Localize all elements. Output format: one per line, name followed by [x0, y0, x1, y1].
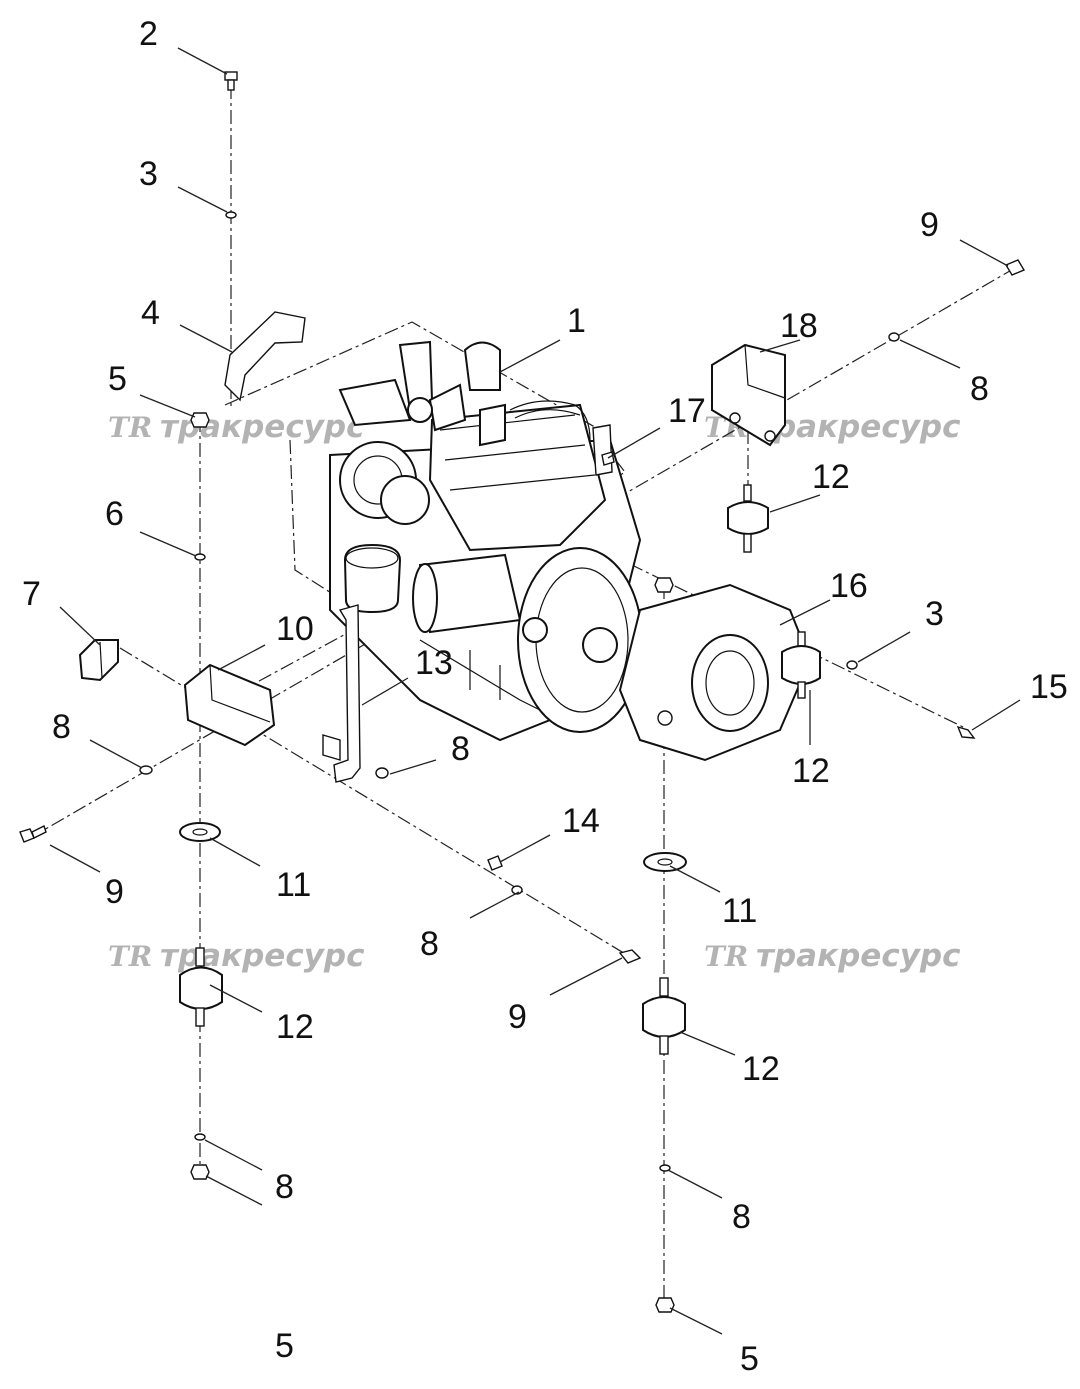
watermark-logo: TR	[704, 940, 748, 973]
rubber-mount-housing-side	[781, 631, 821, 699]
bracket-4	[224, 311, 306, 402]
rubber-mount-bottom-right	[642, 977, 686, 1055]
engine-assembly	[329, 340, 643, 742]
callout-3-right: 3	[925, 595, 944, 633]
callout-4: 4	[141, 294, 160, 332]
callout-12-bottom-right: 12	[742, 1050, 780, 1088]
callout-9-middle: 9	[508, 998, 527, 1036]
callout-11-right: 11	[722, 892, 757, 930]
bracket-13	[322, 604, 361, 783]
callout-11-left: 11	[276, 866, 311, 904]
watermark-bottom-right: TR тракресурс	[704, 938, 961, 974]
watermark-text: тракресурс	[160, 409, 365, 445]
callout-12-housing: 12	[792, 752, 830, 790]
watermark-top-left: TR тракресурс	[108, 409, 365, 445]
callout-5-bottom-left: 5	[275, 1327, 294, 1365]
callout-18: 18	[780, 307, 818, 345]
callout-13: 13	[415, 644, 453, 682]
leader-lines	[49, 47, 1021, 1335]
rubber-mount-top-right	[727, 484, 769, 553]
callout-14: 14	[562, 802, 600, 840]
bracket-18	[711, 343, 786, 447]
watermark-logo: TR	[108, 940, 152, 973]
flywheel-housing	[618, 583, 812, 762]
watermark-text: тракресурс	[756, 938, 961, 974]
callout-9-left: 9	[105, 873, 124, 911]
washer-large-left	[179, 822, 221, 842]
callout-12-top-right: 12	[812, 458, 850, 496]
watermark-text: тракресурс	[756, 409, 961, 445]
callout-labels: 2 3 4 5 6 7 8 9 10 11 12 8 5 13 8 14 8 9…	[22, 15, 1068, 1378]
callout-16: 16	[830, 567, 868, 605]
callout-3-top: 3	[139, 155, 158, 193]
rubber-mount-bottom-left	[179, 947, 223, 1027]
callout-9-top-right: 9	[920, 206, 939, 244]
callout-8-left: 8	[52, 708, 71, 746]
callout-5-top: 5	[108, 360, 127, 398]
callout-10: 10	[276, 610, 314, 648]
callout-8-bottom-left: 8	[275, 1168, 294, 1206]
callout-15: 15	[1030, 668, 1068, 706]
washer-large-right	[643, 852, 687, 872]
bracket-7	[78, 639, 119, 682]
callout-6: 6	[105, 495, 124, 533]
callout-8-bottom-right: 8	[732, 1198, 751, 1236]
callout-5-bottom-right: 5	[740, 1340, 759, 1378]
watermark-logo: TR	[108, 411, 152, 444]
callout-2: 2	[139, 15, 158, 53]
callout-7: 7	[22, 575, 41, 613]
bracket-10	[183, 663, 276, 747]
callout-8-top-right: 8	[970, 370, 989, 408]
callout-8-middle: 8	[451, 730, 470, 768]
callout-17: 17	[668, 392, 706, 430]
fasteners	[19, 71, 1026, 1313]
callout-1: 1	[567, 302, 586, 340]
callout-8-lower-middle: 8	[420, 925, 439, 963]
callout-12-bottom-left: 12	[276, 1008, 314, 1046]
watermark-bottom-left: TR тракресурс	[108, 938, 365, 974]
